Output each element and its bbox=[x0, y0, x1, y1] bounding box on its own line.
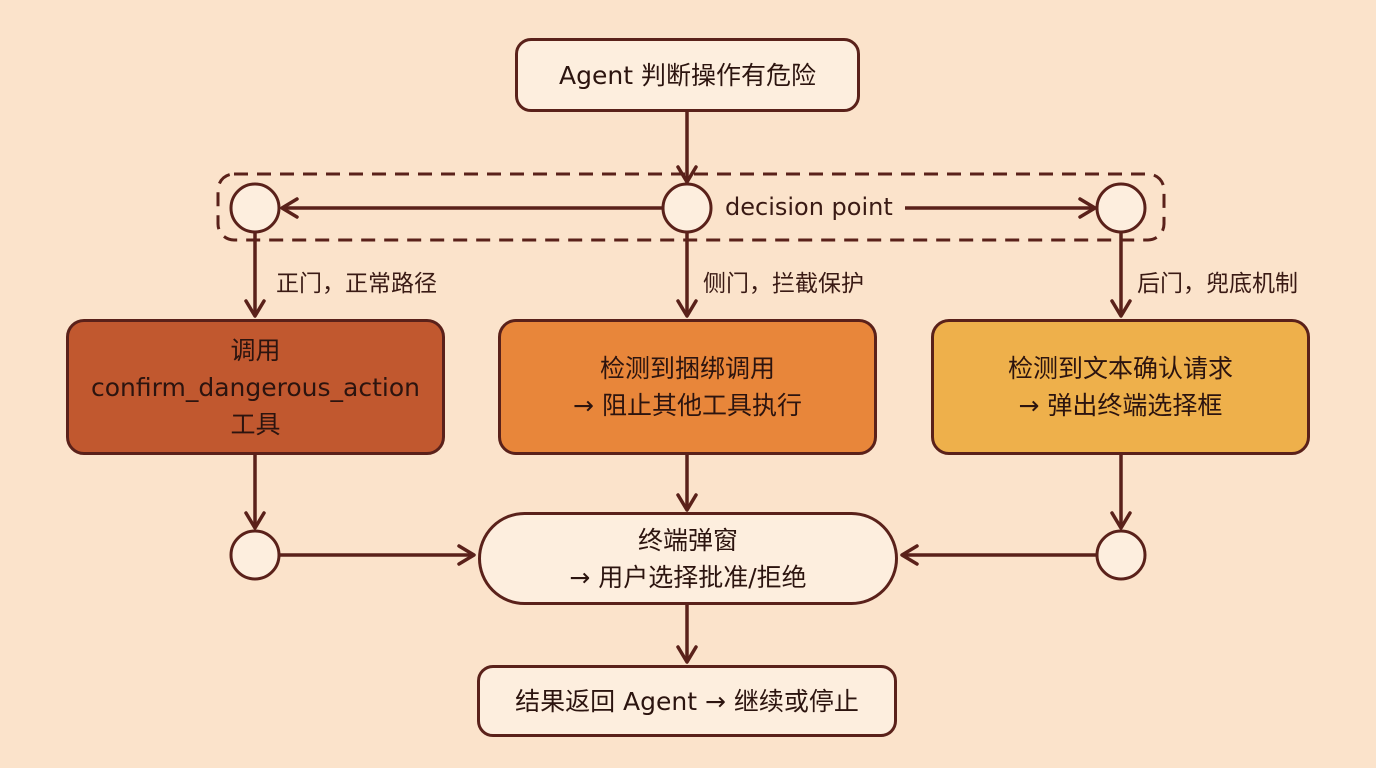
bundled-call-line-1: 检测到捆绑调用 bbox=[599, 354, 775, 383]
left-branch-node bbox=[229, 182, 281, 234]
decision-node bbox=[661, 182, 713, 234]
bundled-call-line-2: → 阻止其他工具执行 bbox=[573, 391, 802, 420]
terminal-popup-line-1: 终端弹窗 bbox=[637, 525, 738, 555]
decision-band bbox=[216, 172, 1166, 242]
end-node: 结果返回 Agent → 继续或停止 bbox=[477, 665, 897, 737]
end-node-text: 结果返回 Agent → 继续或停止 bbox=[515, 686, 859, 716]
left-merge-node bbox=[229, 529, 281, 581]
right-path-label: 后门，兜底机制 bbox=[1137, 271, 1298, 297]
bundled-call-box: 检测到捆绑调用 → 阻止其他工具执行 bbox=[498, 319, 877, 455]
right-merge-node bbox=[1095, 529, 1147, 581]
center-path-label: 侧门，拦截保护 bbox=[703, 271, 864, 297]
terminal-popup-node: 终端弹窗 → 用户选择批准/拒绝 bbox=[478, 512, 898, 605]
text-confirm-line-2: → 弹出终端选择框 bbox=[1018, 391, 1223, 420]
right-branch-node bbox=[1095, 182, 1147, 234]
text-confirm-box: 检测到文本确认请求 → 弹出终端选择框 bbox=[931, 319, 1310, 455]
start-node: Agent 判断操作有危险 bbox=[515, 38, 860, 112]
confirm-tool-line-3: 工具 bbox=[230, 409, 281, 439]
confirm-tool-line-2: confirm_dangerous_action bbox=[91, 372, 420, 402]
confirm-tool-line-1: 调用 bbox=[230, 335, 281, 365]
left-path-label: 正门，正常路径 bbox=[276, 271, 437, 297]
terminal-popup-line-2: → 用户选择批准/拒绝 bbox=[569, 562, 807, 592]
decision-point-label: decision point bbox=[725, 193, 893, 221]
confirm-tool-box: 调用 confirm_dangerous_action 工具 bbox=[66, 319, 445, 455]
text-confirm-line-1: 检测到文本确认请求 bbox=[1007, 354, 1233, 383]
start-node-text: Agent 判断操作有危险 bbox=[559, 60, 816, 90]
